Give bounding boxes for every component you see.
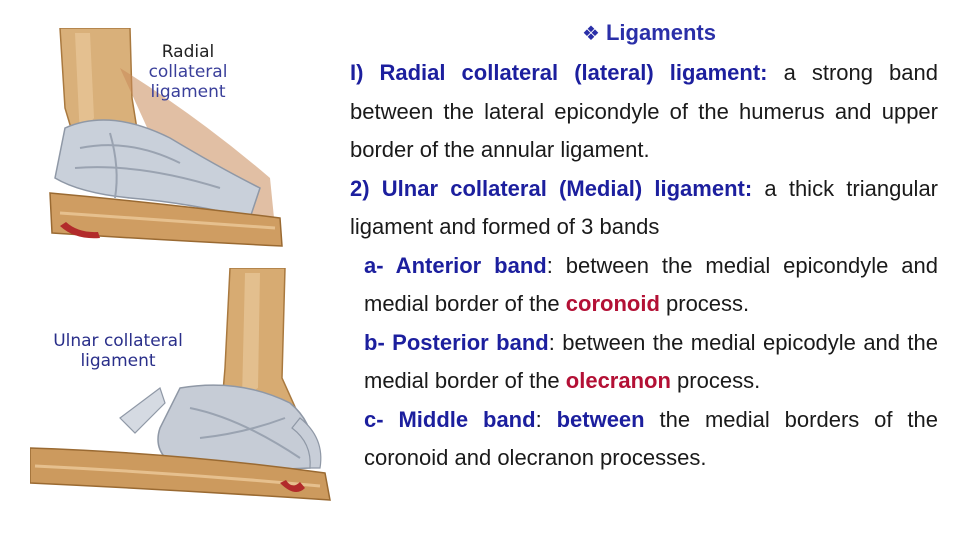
- posterior-band-lead: b- Posterior band: [364, 330, 549, 355]
- ulnar-collateral-label: Ulnar collateral ligament: [28, 331, 208, 371]
- anterior-band-text2: process.: [659, 291, 750, 316]
- radial-ligament-lead: I) Radial collateral (lateral) ligament:: [350, 60, 768, 85]
- radial-label-line2: collateral: [148, 62, 228, 82]
- middle-band-text2: the medial borders of the coronoid and o…: [364, 406, 938, 471]
- anterior-band-text1: : between the medial epicondyle and medi…: [364, 252, 938, 317]
- posterior-band-text1: : between the medial epicodyle and the m…: [364, 329, 938, 394]
- radial-ligament-paragraph: I) Radial collateral (lateral) ligament:…: [350, 54, 938, 170]
- middle-band-lead: c- Middle band: [364, 407, 536, 432]
- ulnar-ligament-illustration: [29, 267, 340, 523]
- anterior-band-lead: a- Anterior band: [364, 253, 547, 278]
- radial-collateral-label: Radial collateral ligament: [128, 42, 248, 102]
- posterior-band-text2: process.: [670, 368, 761, 393]
- middle-band-lead-text: c- Middle band: [364, 406, 536, 432]
- posterior-band-lead-text: b- Posterior band: [364, 329, 549, 355]
- posterior-band-paragraph: b- Posterior band: between the medial ep…: [350, 324, 938, 401]
- section-heading: ❖Ligaments: [350, 20, 938, 46]
- radial-ligament-text: a strong band between the lateral epicon…: [350, 60, 938, 162]
- anterior-band-paragraph: a- Anterior band: between the medial epi…: [350, 247, 938, 324]
- heading-text: Ligaments: [605, 20, 716, 45]
- diamond-bullet-icon: ❖: [582, 23, 600, 45]
- ulnar-ligament-paragraph: 2) Ulnar collateral (Medial) ligament: a…: [350, 170, 938, 247]
- middle-band-paragraph: c- Middle band: between the medial borde…: [350, 401, 938, 478]
- ligament-notes: ❖Ligaments I) Radial collateral (lateral…: [350, 20, 938, 478]
- anterior-band-lead-text: a- Anterior band: [364, 252, 547, 278]
- radial-label-line1: Radial: [161, 42, 215, 62]
- ulnar-label-line2: ligament: [80, 351, 156, 371]
- olecranon-highlight: olecranon: [565, 368, 671, 393]
- ulnar-label-line1: Ulnar collateral: [53, 331, 183, 351]
- radial-ligament-lead-text: I) Radial collateral (lateral) ligament:: [350, 60, 768, 85]
- radial-ligament-illustration: [20, 27, 290, 258]
- ulnar-ligament-lead: 2) Ulnar collateral (Medial) ligament:: [350, 176, 752, 201]
- middle-band-text1: :: [535, 406, 557, 432]
- radial-label-line3: ligament: [150, 82, 226, 102]
- coronoid-highlight: coronoid: [565, 291, 660, 316]
- ulnar-ligament-lead-text: 2) Ulnar collateral (Medial) ligament:: [350, 175, 753, 201]
- between-highlight: between: [556, 406, 645, 432]
- ulnar-ligament-text: a thick triangular ligament and formed o…: [350, 175, 939, 240]
